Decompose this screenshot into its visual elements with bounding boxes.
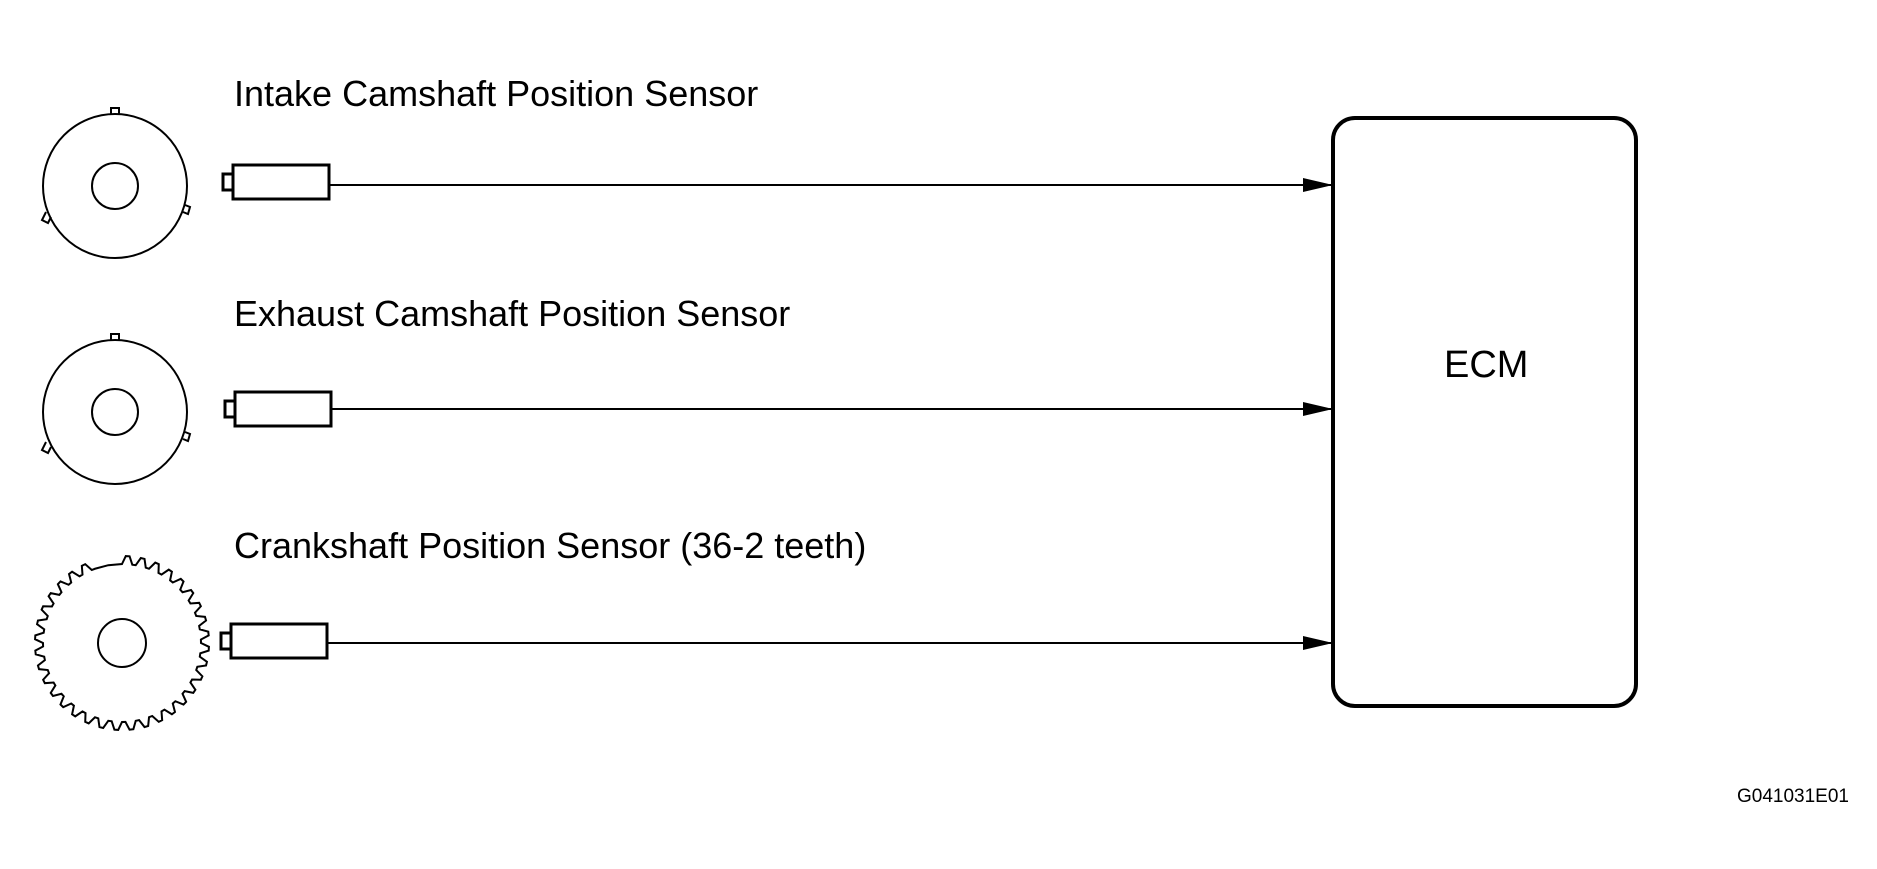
ecm-label: ECM: [1444, 344, 1529, 386]
exhaust-cam-rotor: [40, 333, 192, 485]
exhaust-cam-sensor-label: Exhaust Camshaft Position Sensor: [234, 293, 791, 334]
crankshaft-sensor-label: Crankshaft Position Sensor (36-2 teeth): [234, 525, 867, 566]
crankshaft-sensor: [219, 622, 329, 660]
crankshaft-signal-plate: [34, 555, 210, 731]
intake-cam-rotor: [40, 107, 192, 259]
intake-cam-sensor: [221, 163, 331, 201]
figure-code: G041031E01: [1737, 786, 1849, 807]
ecm-box: [1331, 116, 1638, 708]
exhaust-cam-sensor: [223, 390, 333, 428]
intake-cam-sensor-label: Intake Camshaft Position Sensor: [234, 73, 759, 114]
